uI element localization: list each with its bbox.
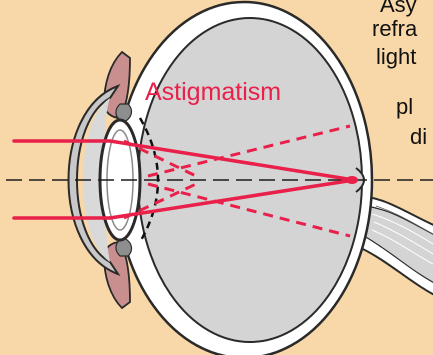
body-text-line-3: light — [376, 44, 416, 70]
body-text-line-4: pl — [396, 94, 413, 120]
astigmatism-label: Astigmatism — [145, 78, 281, 106]
focal-point — [346, 176, 358, 184]
body-text-line-5: di — [410, 124, 427, 150]
body-text-line-2: refra — [372, 16, 417, 42]
